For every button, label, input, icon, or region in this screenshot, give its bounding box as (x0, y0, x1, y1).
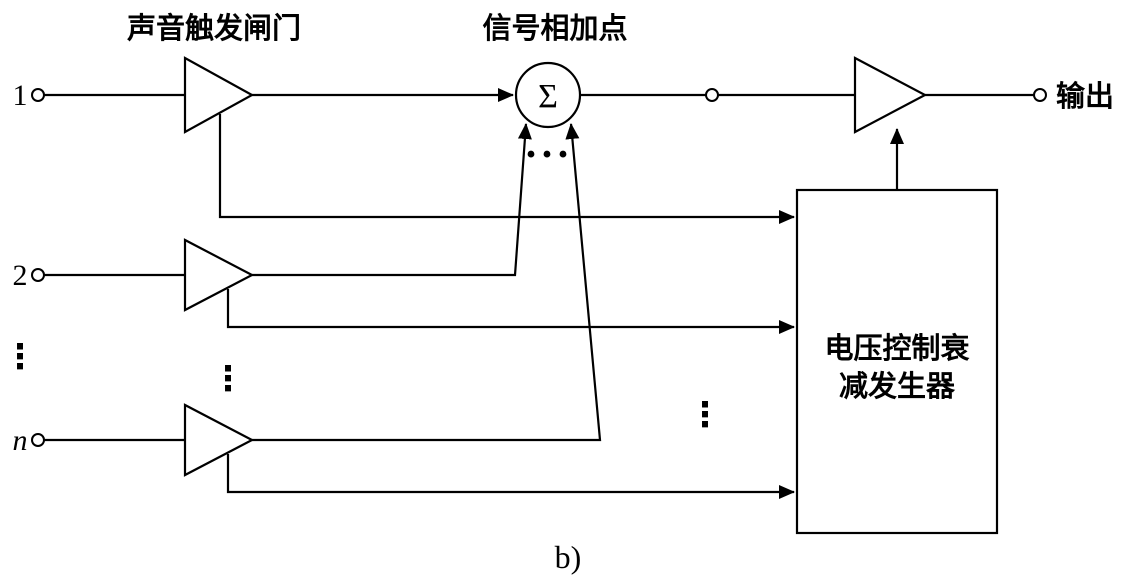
gate-amp-2-triangle (183, 238, 255, 312)
branchn-to-box-wire (226, 454, 795, 499)
input2-label: 2 (13, 259, 28, 292)
branch1-to-box-wire (218, 114, 795, 224)
gate-label: 声音触发闸门 (127, 11, 301, 45)
inputn-label: n (13, 424, 28, 457)
input1-label: 1 (13, 79, 28, 112)
gate-amp-n-triangle (183, 403, 255, 477)
sigma-symbol: Σ (538, 78, 558, 115)
output-terminal (1033, 88, 1047, 102)
input2-terminal (31, 268, 45, 282)
summing-point-label: 信号相加点 (482, 12, 627, 45)
figure-caption: b) (555, 539, 582, 575)
mid-node-terminal (705, 88, 719, 102)
branch2-to-box-wire (226, 289, 795, 334)
vertical-ellipsis-amps: ⋮ (211, 359, 245, 399)
vertical-ellipsis-box: ⋮ (688, 395, 722, 435)
ampn-to-sum-wire (252, 123, 602, 442)
horizontal-ellipsis-below-sum: ··· (524, 132, 572, 178)
vertical-ellipsis-left: ⋮ (3, 337, 37, 377)
attenuator-box (795, 188, 999, 535)
attenuator-label-line1: 电压控制衰 (824, 331, 970, 365)
attenuator-label-line2: 减发生器 (839, 370, 956, 403)
output-label: 输出 (1056, 79, 1114, 113)
gate-amp-1-triangle (183, 56, 255, 134)
amp2-to-sum-wire (252, 123, 532, 277)
input1-terminal (31, 88, 45, 102)
inputn-terminal (31, 433, 45, 447)
output-amp-triangle (853, 56, 928, 134)
